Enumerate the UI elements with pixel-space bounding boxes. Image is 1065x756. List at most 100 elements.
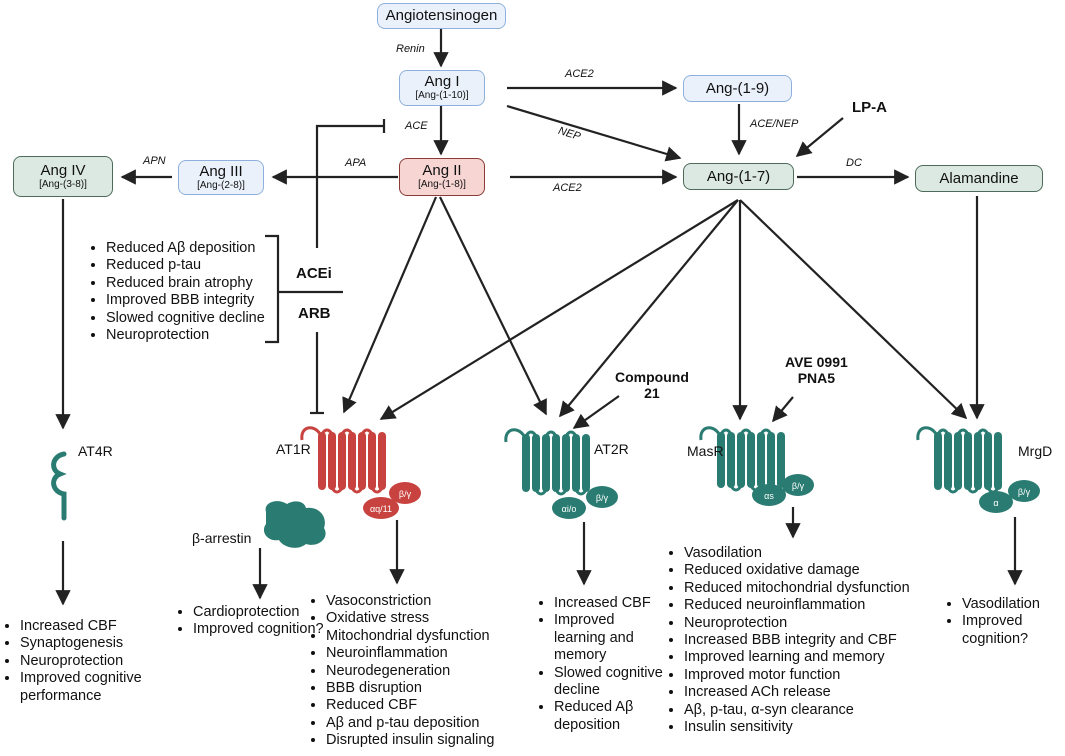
effect-item: Vasodilation <box>962 596 1065 613</box>
agent-compound21: Compound 21 <box>615 369 689 402</box>
effect-item: Improved learning and memory <box>684 649 954 666</box>
at4r-receptor-icon <box>51 451 67 521</box>
receptor-label-beta-arrestin: β-arrestin <box>192 530 252 546</box>
effect-item: Reduced CBF <box>326 697 546 714</box>
arrow-ang2-at1r <box>342 196 438 414</box>
effect-item: Slowed cognitive decline <box>106 310 265 327</box>
node-ang19: Ang-(1-9) <box>683 75 792 102</box>
effect-item: Improved learning and memory <box>554 612 666 664</box>
effect-item: Improved BBB integrity <box>106 292 265 309</box>
receptor-label-mrgd: MrgD <box>1018 443 1053 459</box>
node-ang17: Ang-(1-7) <box>683 163 794 190</box>
effect-item: Neuroprotection <box>684 615 954 632</box>
effects-mrgd: VasodilationImproved cognition? <box>942 596 1065 648</box>
mrgd-receptor-icon <box>916 426 1002 494</box>
ang3-label: Ang III <box>199 162 243 180</box>
effect-item: Neuroprotection <box>20 653 185 670</box>
effect-item: Reduced p-tau <box>106 257 265 274</box>
arrow-ave-masr <box>772 396 794 423</box>
effects-masr: VasodilationReduced oxidative damageRedu… <box>664 545 954 736</box>
effect-item: Cardioprotection <box>193 604 333 621</box>
ang4-sub: [Ang-(3-8)] <box>39 178 87 190</box>
ang1-sub: [Ang-(1-10)] <box>415 90 469 102</box>
agent-arb: ARB <box>298 305 331 322</box>
effect-item: Neuroprotection <box>106 327 265 344</box>
ang2-sub: [Ang-(1-8)] <box>418 179 466 191</box>
effect-item: Oxidative stress <box>326 610 546 627</box>
at1r-betagamma-label: β/γ <box>399 489 412 499</box>
effect-item: Increased CBF <box>20 618 185 635</box>
masr-betagamma-label: β/γ <box>792 481 805 491</box>
effect-item: BBB disruption <box>326 680 546 697</box>
effect-item: Reduced mitochondrial dysfunction <box>684 580 954 597</box>
enzyme-apa: APA <box>345 157 367 169</box>
node-ang3: Ang III [Ang-(2-8)] <box>178 160 264 195</box>
mrgd-gprotein: α β/γ <box>979 480 1040 513</box>
effect-item: Reduced Aβ deposition <box>554 699 666 734</box>
masr-alpha-label: αs <box>764 491 774 501</box>
receptor-label-at1r: AT1R <box>276 441 311 457</box>
arrow-lpa-ang17 <box>795 117 844 157</box>
at1r-alpha-label: αq/11 <box>370 504 392 514</box>
node-ang2: Ang II [Ang-(1-8)] <box>399 158 485 196</box>
effect-item: Improved motor function <box>684 667 954 684</box>
acei-inhibition-line <box>315 124 384 248</box>
at1r-receptor-icon <box>300 426 386 494</box>
ang1-label: Ang I <box>424 73 460 91</box>
receptor-label-at2r: AT2R <box>594 441 629 457</box>
effect-item: Improved cognitive performance <box>20 670 185 705</box>
ang4-label: Ang IV <box>40 161 86 179</box>
node-angiotensinogen: Angiotensinogen <box>377 3 506 29</box>
enzyme-apn: APN <box>143 155 166 167</box>
effect-item: Synaptogenesis <box>20 635 185 652</box>
effect-item: Reduced Aβ deposition <box>106 240 265 257</box>
enzyme-ace2-top: ACE2 <box>565 68 594 80</box>
masr-receptor-icon <box>699 426 785 492</box>
at2r-betagamma-label: β/γ <box>596 493 609 503</box>
mrgd-alpha-label: α <box>993 498 998 508</box>
effects-at4r: Increased CBFSynaptogenesisNeuroprotecti… <box>0 618 185 705</box>
effect-item: Neurodegeneration <box>326 663 546 680</box>
effect-item: Vasoconstriction <box>326 593 546 610</box>
agent-acei: ACEi <box>296 265 332 282</box>
effect-item: Slowed cognitive decline <box>554 665 666 700</box>
node-ang4: Ang IV [Ang-(3-8)] <box>13 156 113 197</box>
effects-beta-arrestin: CardioprotectionImproved cognition? <box>173 604 333 639</box>
receptor-label-at4r: AT4R <box>78 443 113 459</box>
at2r-alpha-label: αi/o <box>562 504 577 514</box>
effects-at1r: VasoconstrictionOxidative stressMitochon… <box>306 593 546 750</box>
effects-acei-arb: Reduced Aβ depositionReduced p-tauReduce… <box>86 240 265 344</box>
node-ang1: Ang I [Ang-(1-10)] <box>399 70 485 106</box>
enzyme-ace-nep: ACE/NEP <box>750 118 799 130</box>
mrgd-betagamma-label: β/γ <box>1018 487 1031 497</box>
effect-item: Reduced oxidative damage <box>684 562 954 579</box>
enzyme-renin: Renin <box>396 43 425 55</box>
effect-item: Increased ACh release <box>684 684 954 701</box>
effect-item: Increased CBF <box>554 595 666 612</box>
at2r-receptor-icon <box>504 428 590 496</box>
effect-item: Reduced neuroinflammation <box>684 597 954 614</box>
ang2-label: Ang II <box>422 162 462 180</box>
arrow-ang17-at1r <box>379 199 739 420</box>
enzyme-ace2-mid: ACE2 <box>553 182 582 194</box>
arrow-ang1-ang17-nep <box>506 104 682 162</box>
arrow-ang2-at2r <box>439 196 547 416</box>
effect-item: Mitochondrial dysfunction <box>326 628 546 645</box>
ang3-sub: [Ang-(2-8)] <box>197 179 245 191</box>
effects-at2r: Increased CBFImproved learning and memor… <box>534 595 666 734</box>
enzyme-dc: DC <box>846 157 862 169</box>
effects-bracket <box>265 234 280 344</box>
effect-item: Aβ, p-tau, α-syn clearance <box>684 702 954 719</box>
effect-item: Aβ and p-tau deposition <box>326 715 546 732</box>
arrow-ang17-at2r <box>559 199 739 418</box>
effect-item: Improved cognition? <box>962 613 1065 648</box>
arrow-compound21-at2r <box>572 395 620 429</box>
masr-gprotein: αs β/γ <box>752 474 814 506</box>
effect-item: Reduced brain atrophy <box>106 275 265 292</box>
enzyme-ace: ACE <box>405 120 428 132</box>
effect-item: Improved cognition? <box>193 621 333 638</box>
effect-item: Disrupted insulin signaling <box>326 732 546 749</box>
agent-lpa: LP-A <box>852 99 887 116</box>
beta-arrestin-icon <box>263 501 326 548</box>
